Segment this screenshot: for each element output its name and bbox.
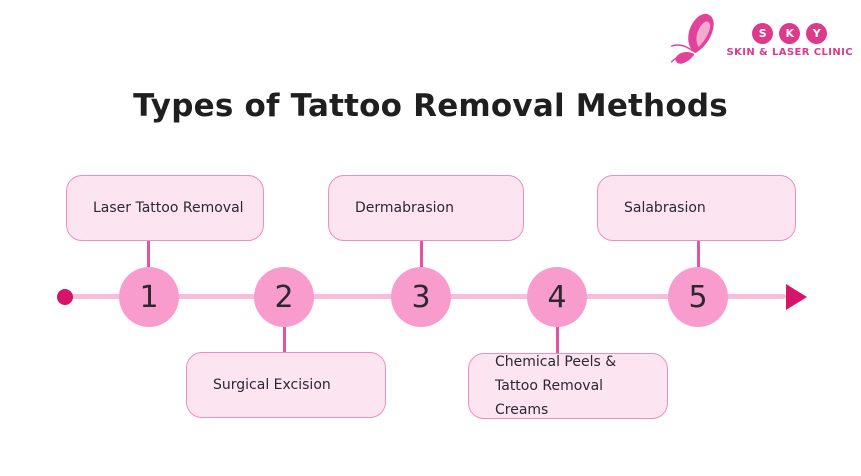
step-number: 1: [139, 279, 159, 315]
logo-letter-k: K: [779, 22, 801, 44]
logo-tagline: SKIN & LASER CLINIC: [726, 46, 853, 58]
logo-text-block: S K Y SKIN & LASER CLINIC: [726, 22, 853, 58]
timeline-start-dot: [57, 289, 73, 305]
logo-letter-y: Y: [806, 22, 828, 44]
step-number: 2: [274, 279, 294, 315]
butterfly-icon: [671, 13, 715, 64]
step-circle-5: 5: [668, 267, 728, 327]
logo-letter-circles: S K Y: [752, 22, 828, 44]
step-label-box-5: Salabrasion: [597, 175, 796, 241]
step-label: Salabrasion: [624, 200, 706, 216]
connector-step-2: [283, 325, 286, 353]
step-number: 4: [547, 279, 567, 315]
step-circle-1: 1: [119, 267, 179, 327]
step-label-box-1: Laser Tattoo Removal: [66, 175, 264, 241]
step-label-box-3: Dermabrasion: [328, 175, 524, 241]
step-number: 5: [688, 279, 708, 315]
step-circle-2: 2: [254, 267, 314, 327]
step-circle-3: 3: [391, 267, 451, 327]
page-title: Types of Tattoo Removal Methods: [133, 88, 728, 124]
connector-step-1: [147, 241, 150, 268]
step-label-box-2: Surgical Excision: [186, 352, 386, 418]
clinic-logo: S K Y SKIN & LASER CLINIC: [668, 12, 853, 68]
connector-step-4: [556, 325, 559, 353]
step-label: Chemical Peels & Tattoo Removal Creams: [495, 354, 617, 418]
right-arrow-icon: [786, 284, 807, 310]
step-label: Surgical Excision: [213, 377, 331, 393]
connector-step-5: [697, 241, 700, 268]
logo-letter-s: S: [752, 22, 774, 44]
step-label: Dermabrasion: [355, 200, 454, 216]
step-circle-4: 4: [527, 267, 587, 327]
step-number: 3: [411, 279, 431, 315]
step-label: Laser Tattoo Removal: [93, 200, 244, 216]
connector-step-3: [420, 241, 423, 268]
step-label-box-4: Chemical Peels & Tattoo Removal Creams: [468, 353, 668, 419]
